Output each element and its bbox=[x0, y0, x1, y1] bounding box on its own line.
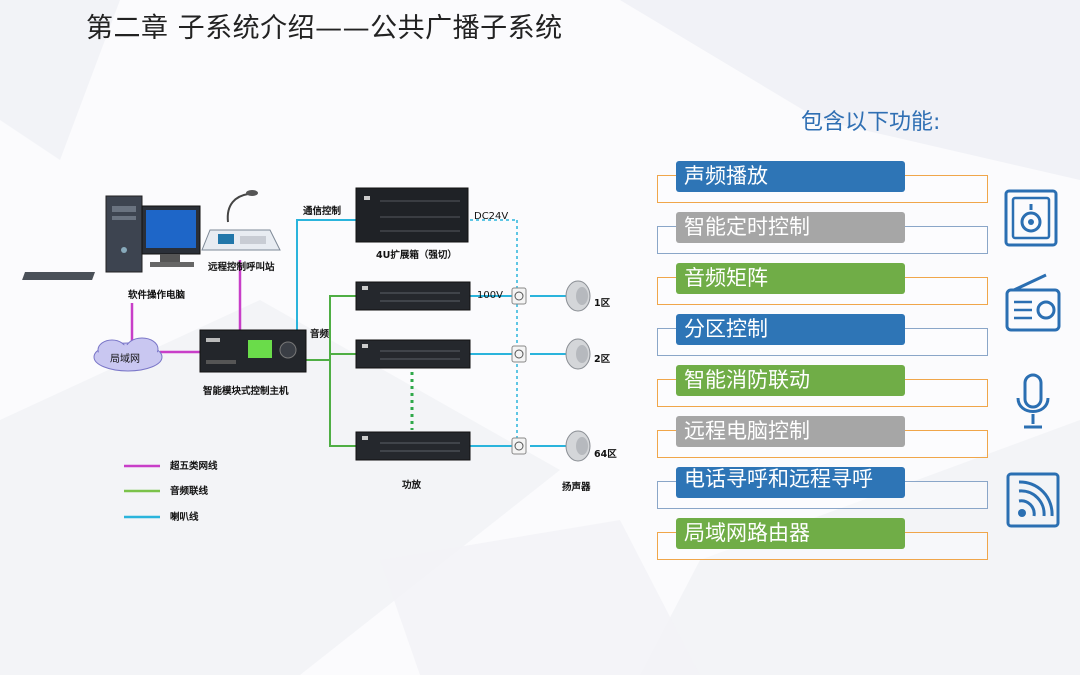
speaker-1 bbox=[565, 280, 591, 312]
feature-label: 智能消防联动 bbox=[676, 365, 905, 396]
legend-item: 喇叭线 bbox=[170, 511, 199, 523]
feature-label: 电话寻呼和远程寻呼 bbox=[676, 467, 905, 498]
label-zone64: 64区 bbox=[594, 449, 617, 460]
feature-item: 局域网路由器 bbox=[657, 518, 990, 563]
microphone-icon bbox=[1016, 373, 1050, 429]
feature-label: 远程电脑控制 bbox=[676, 416, 905, 447]
legend-item: 超五类网线 bbox=[169, 460, 218, 472]
label-zone1: 1区 bbox=[594, 298, 611, 309]
label-comm-control: 通信控制 bbox=[303, 205, 342, 217]
feature-label: 分区控制 bbox=[676, 314, 905, 345]
feature-item: 音频矩阵 bbox=[657, 263, 990, 308]
feature-item: 分区控制 bbox=[657, 314, 990, 359]
feature-label: 局域网路由器 bbox=[676, 518, 905, 549]
feature-item: 智能消防联动 bbox=[657, 365, 990, 410]
amplifier-1 bbox=[355, 281, 471, 311]
network-wires bbox=[130, 260, 242, 354]
amplifier-64 bbox=[355, 431, 471, 461]
label-zone2: 2区 bbox=[594, 354, 611, 365]
label-expansion: 4U扩展箱（强切） bbox=[376, 249, 457, 261]
feature-label: 音频矩阵 bbox=[676, 263, 905, 294]
system-diagram: 软件操作电脑 远程控制呼叫站 局域网 智能模块式控制主机 4U扩展箱（强切） 通… bbox=[22, 187, 617, 523]
features-heading: 包含以下功能: bbox=[801, 110, 941, 135]
label-audio: 音频 bbox=[310, 328, 330, 340]
feature-item: 远程电脑控制 bbox=[657, 416, 990, 461]
label-pc: 软件操作电脑 bbox=[128, 289, 186, 301]
call-station bbox=[201, 190, 281, 251]
label-100v: 100V bbox=[477, 290, 503, 301]
feature-label: 智能定时控制 bbox=[676, 212, 905, 243]
label-host: 智能模块式控制主机 bbox=[203, 385, 289, 397]
label-lan: 局域网 bbox=[110, 352, 140, 365]
legend-item: 音频联线 bbox=[170, 485, 209, 497]
feature-item: 智能定时控制 bbox=[657, 212, 990, 257]
audio-wires bbox=[306, 295, 414, 447]
wireless-signal-icon bbox=[1006, 472, 1060, 528]
speaker-box-icon bbox=[1004, 189, 1058, 247]
feature-item: 声频播放 bbox=[657, 161, 990, 206]
diagram-legend: 超五类网线 音频联线 喇叭线 bbox=[124, 460, 218, 523]
amplifier-2 bbox=[355, 339, 471, 369]
label-speaker: 扬声器 bbox=[562, 481, 591, 493]
volume-controllers bbox=[511, 287, 527, 455]
feature-label: 声频播放 bbox=[676, 161, 905, 192]
label-dc24v: DC24V bbox=[474, 211, 508, 222]
page-title: 第二章 子系统介绍——公共广播子系统 bbox=[86, 13, 563, 44]
expansion-box bbox=[355, 187, 469, 243]
speaker-2 bbox=[565, 338, 591, 370]
label-amplifier: 功放 bbox=[402, 479, 422, 491]
feature-item: 电话寻呼和远程寻呼 bbox=[657, 467, 990, 512]
label-call-station: 远程控制呼叫站 bbox=[208, 261, 275, 273]
computer bbox=[22, 195, 201, 280]
host-controller bbox=[199, 329, 307, 373]
lan-cloud bbox=[93, 337, 163, 372]
radio-icon bbox=[1005, 273, 1061, 332]
speaker-64 bbox=[565, 430, 591, 462]
